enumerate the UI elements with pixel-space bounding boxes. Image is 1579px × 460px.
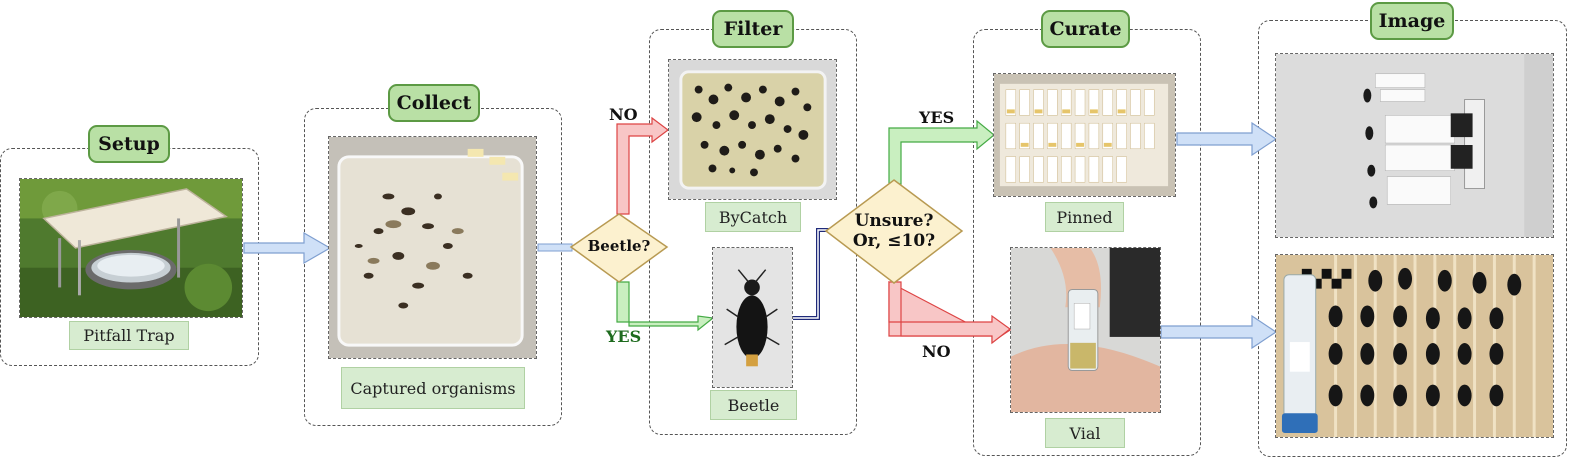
photo-bycatch bbox=[668, 59, 837, 200]
decision-beetle-question: Beetle? bbox=[587, 237, 651, 256]
caption-pitfall-trap: Pitfall Trap bbox=[69, 321, 189, 350]
stage-title-image: Image bbox=[1370, 2, 1454, 40]
caption-vial: Vial bbox=[1045, 418, 1125, 448]
photo-image-pinned bbox=[1275, 53, 1554, 238]
stage-title-collect: Collect bbox=[388, 84, 480, 122]
caption-beetle: Beetle bbox=[710, 390, 797, 420]
branch-label-unsure-yes: YES bbox=[919, 108, 955, 127]
arrow-beetle-yes bbox=[616, 281, 715, 332]
photo-pitfall-trap bbox=[19, 178, 243, 318]
caption-pinned: Pinned bbox=[1045, 202, 1124, 232]
arrow-vial-to-image bbox=[1160, 314, 1278, 350]
decision-unsure-line1: Unsure? bbox=[854, 211, 934, 232]
arrow-beetle-to-unsure bbox=[793, 228, 830, 320]
arrow-setup-to-collect bbox=[243, 231, 332, 265]
photo-image-vial bbox=[1275, 254, 1554, 438]
arrow-beetle-no bbox=[616, 116, 669, 215]
photo-captured-organisms bbox=[328, 136, 537, 359]
photo-vial bbox=[1010, 247, 1161, 413]
photo-pinned bbox=[993, 73, 1176, 197]
arrow-collect-to-beetle bbox=[537, 243, 573, 252]
caption-bycatch: ByCatch bbox=[705, 202, 801, 232]
caption-captured-organisms: Captured organisms bbox=[341, 367, 525, 409]
arrow-unsure-yes bbox=[888, 119, 995, 185]
stage-title-filter: Filter bbox=[712, 10, 794, 48]
decision-unsure-line2: Or, ≤10? bbox=[852, 231, 936, 251]
photo-beetle bbox=[712, 247, 793, 388]
branch-label-beetle-no: NO bbox=[609, 105, 638, 124]
branch-label-beetle-yes: YES bbox=[606, 327, 642, 346]
stage-title-setup: Setup bbox=[88, 125, 170, 163]
branch-label-unsure-no: NO bbox=[922, 342, 951, 361]
arrow-pinned-to-image bbox=[1176, 121, 1278, 157]
stage-title-curate: Curate bbox=[1041, 10, 1130, 48]
decision-unsure-question: Unsure? Or, ≤10? bbox=[832, 206, 956, 258]
